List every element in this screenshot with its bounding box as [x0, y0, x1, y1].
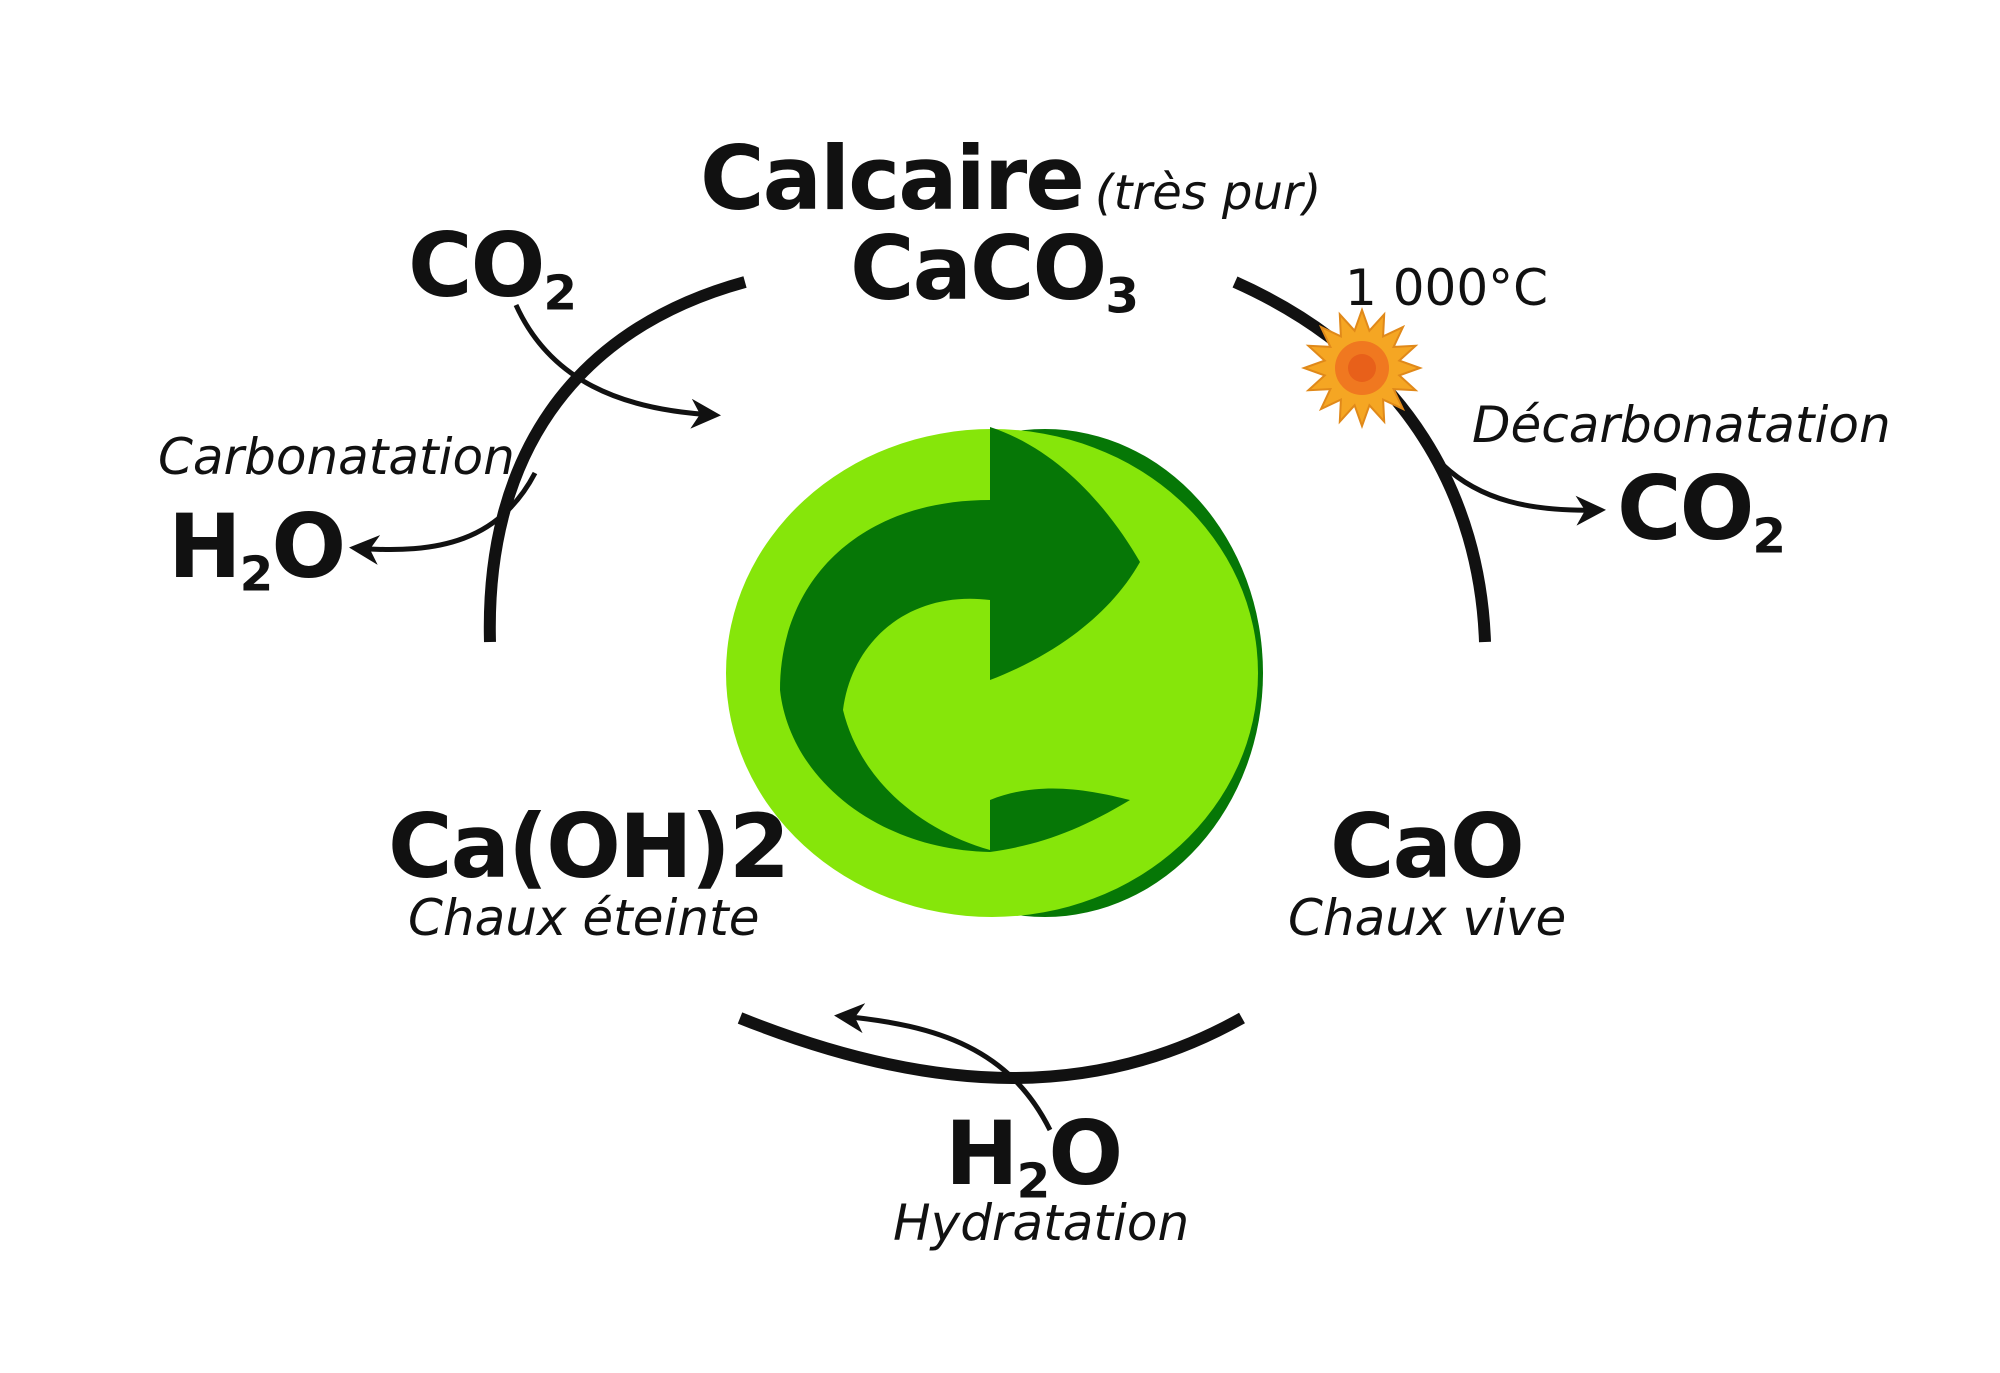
- h2o-bottom-subscript: 2: [1016, 1153, 1051, 1210]
- h2o-left-h: H: [168, 495, 242, 598]
- calcaire-purity-note: (très pur): [1094, 165, 1322, 221]
- calcaire-title: Calcaire(très pur): [700, 135, 1321, 223]
- co2-right-subscript: 2: [1752, 508, 1786, 565]
- cao-formula: CaO: [1330, 795, 1525, 898]
- cycle-arc-bottom: [737, 1012, 1245, 1084]
- co2-release-arrow: [1441, 463, 1606, 526]
- decarbonatation-label: Décarbonatation: [1472, 396, 1891, 454]
- sun-icon: [1301, 307, 1423, 429]
- co2-left-subscript: 2: [543, 265, 577, 322]
- recycling-logo-icon: [726, 427, 1263, 917]
- co2-right-formula: CO2: [1617, 465, 1786, 561]
- caco3-subscript: 3: [1105, 268, 1139, 325]
- cycle-arc-left: [483, 276, 747, 643]
- h2o-left-o: O: [271, 495, 346, 598]
- co2-absorption-arrow: [513, 303, 721, 429]
- temperature-label: 1 000°C: [1345, 259, 1549, 317]
- h2o-hydration-arrow: [834, 1003, 1053, 1132]
- co2-left-main: CO: [408, 214, 545, 317]
- caoh2-formula: Ca(OH)2: [388, 795, 790, 898]
- h2o-left-formula: H2O: [168, 503, 346, 599]
- hydratation-label: Hydratation: [893, 1194, 1190, 1252]
- cycle-arc-right: [1232, 276, 1491, 643]
- cao-name: Chaux vive: [1288, 889, 1567, 947]
- caoh2-name: Chaux éteinte: [408, 889, 760, 947]
- h2o-bottom-h: H: [945, 1102, 1019, 1205]
- carbonatation-label: Carbonatation: [158, 428, 515, 486]
- caco3-formula: CaCO3: [850, 225, 1139, 321]
- co2-left-formula: CO2: [408, 222, 577, 318]
- h2o-bottom-o: O: [1048, 1102, 1123, 1205]
- h2o-left-subscript: 2: [239, 546, 274, 603]
- h2o-release-arrow: [349, 471, 538, 565]
- caco3-main: CaCO: [850, 217, 1107, 320]
- calcaire-name: Calcaire: [700, 127, 1085, 230]
- co2-right-main: CO: [1617, 457, 1754, 560]
- h2o-bottom-formula: H2O: [945, 1110, 1123, 1206]
